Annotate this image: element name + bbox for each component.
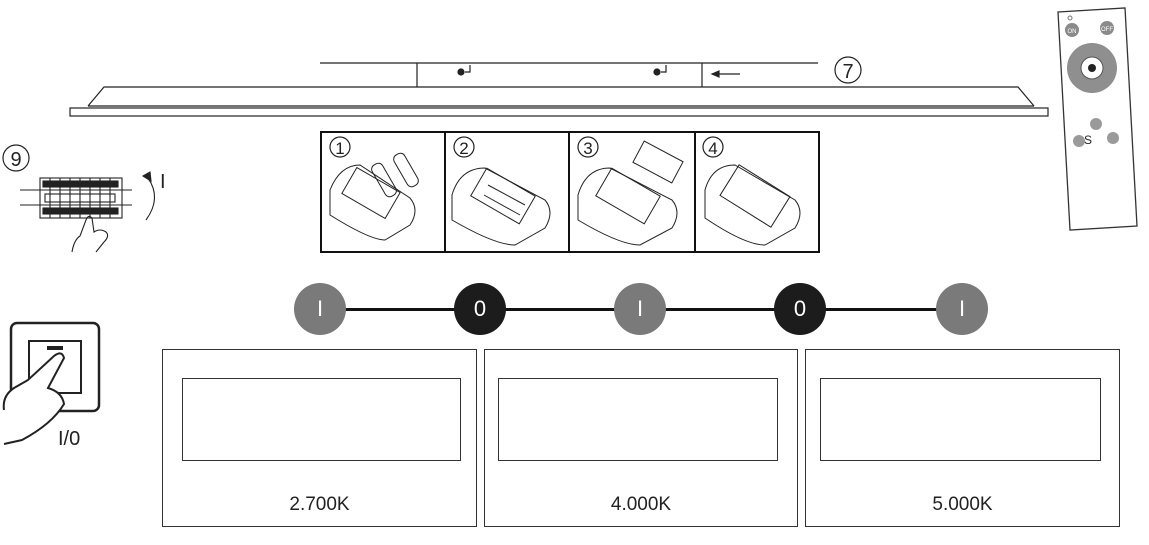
sequence-step-off: 0 [454,283,506,335]
ceiling-panel-profile [69,62,1049,117]
step-7-marker: 7 [834,56,862,84]
step-7-number: 7 [842,61,853,83]
panel-light-area [820,378,1101,461]
panel-light-area [182,378,461,461]
sequence-connector [825,308,937,311]
breaker-switch-mark: I [160,171,166,193]
color-temp-panel-neutral: 4.000K [484,349,798,527]
remote-dial [1067,43,1117,93]
wall-switch-icon [2,321,101,445]
remote-mode-button [1090,118,1102,130]
remote-on-button: ON [1065,23,1079,37]
remote-night-button [1073,135,1085,147]
color-temp-label: 5.000K [932,494,993,515]
sequence-connector [345,308,455,311]
battery-step-4-number: 4 [708,139,717,158]
color-temp-label: 4.000K [610,494,672,515]
panel-light-area [498,378,778,461]
battery-step-2-number: 2 [459,139,468,158]
svg-text:ON: ON [1068,29,1077,35]
circuit-breaker-icon [20,171,156,253]
wall-switch-label: I/0 [58,428,81,450]
sequence-step-on: I [614,283,666,335]
battery-step-3: 3 [568,131,696,253]
step-9-number: 9 [10,149,21,171]
remote-control: ON OFF S [1057,7,1138,231]
color-temp-label: 2.700K [289,494,350,515]
battery-step-1-number: 1 [335,139,344,158]
color-temp-panel-warm: 2.700K [162,349,477,527]
battery-step-3-number: 3 [583,139,592,158]
remote-off-button: OFF [1100,21,1114,35]
sequence-step-on: I [294,283,346,335]
step-9-marker: 9 [2,144,30,172]
svg-text:OFF: OFF [1101,27,1113,33]
sequence-connector [665,308,775,311]
remote-timer-button [1107,132,1119,144]
battery-step-2: 2 [444,131,570,253]
remote-s-label: S [1084,133,1092,147]
battery-step-4: 4 [694,131,820,253]
sequence-step-off: 0 [774,283,826,335]
color-temp-panel-cool: 5.000K [805,349,1120,527]
sequence-connector [505,308,615,311]
sequence-step-on: I [936,283,988,335]
battery-step-1: 1 [320,131,446,253]
